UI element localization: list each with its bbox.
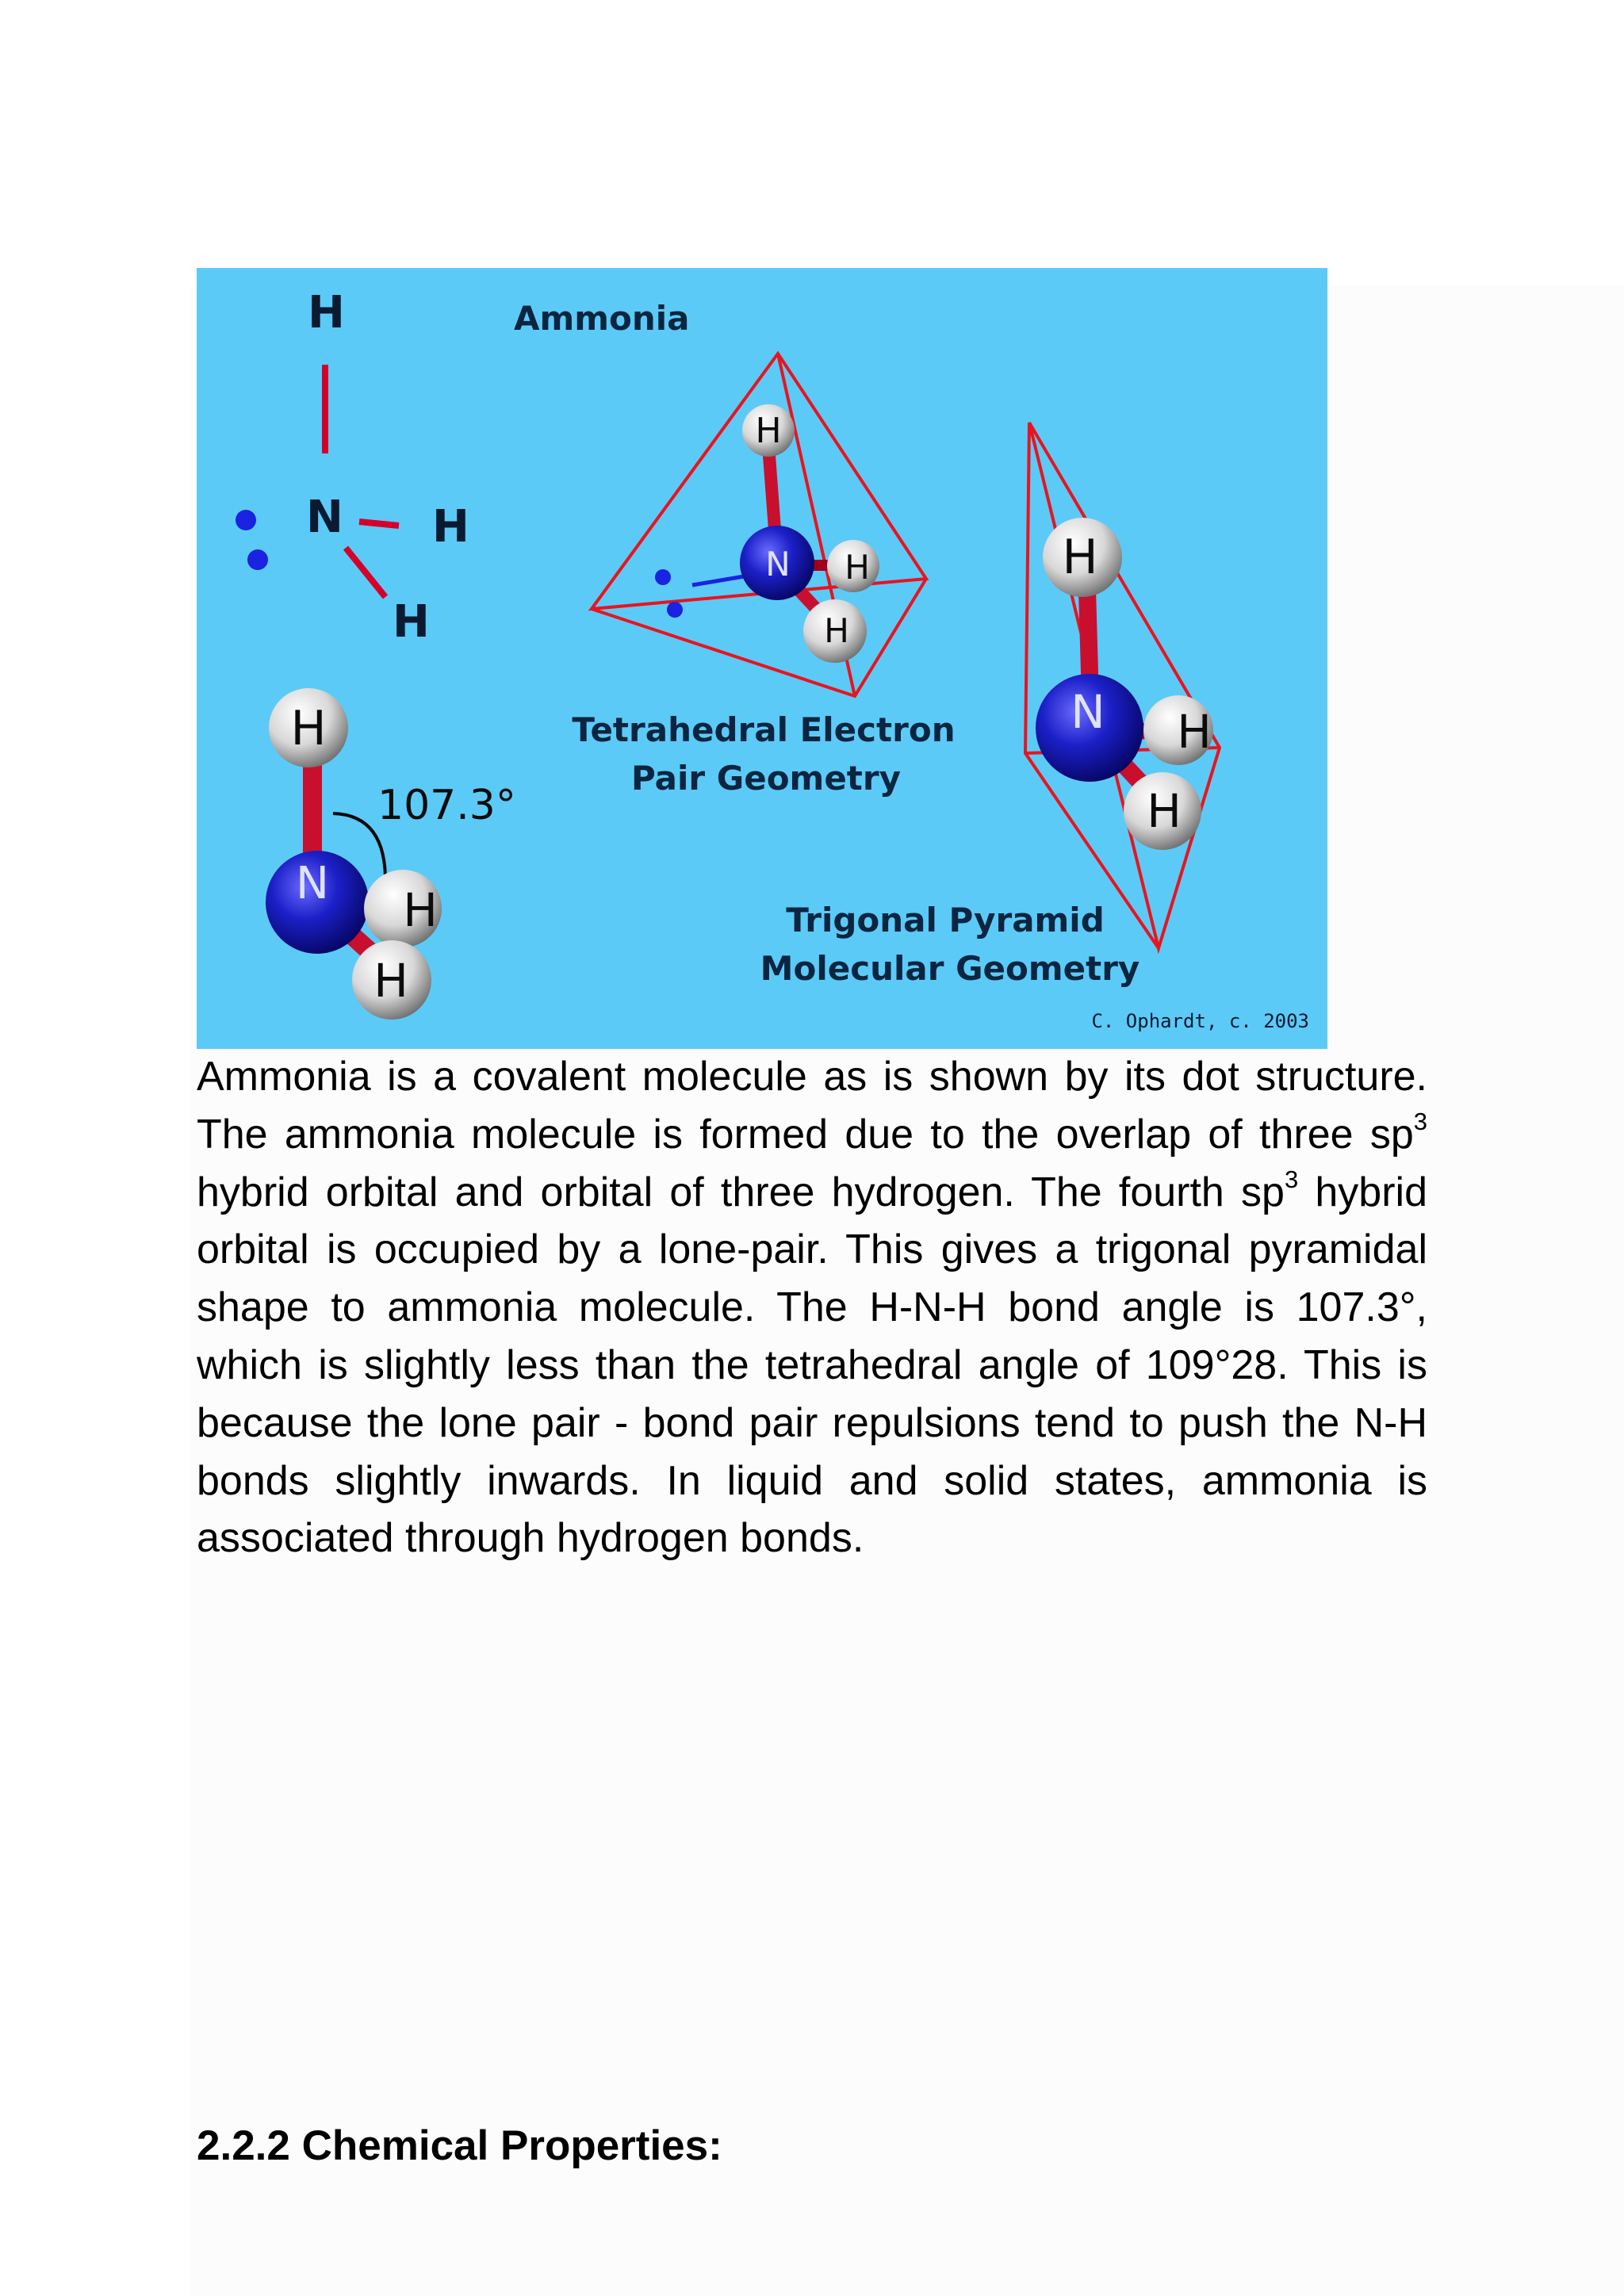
paragraph-text-1: Ammonia is a covalent molecule as is sho… [197, 1054, 1427, 1158]
figure-title: Ammonia [514, 299, 690, 338]
electron-geometry-line2: Pair Geometry [631, 759, 901, 798]
molecular-geometry-line1: Trigonal Pyramid [786, 901, 1105, 939]
angle-h-bottom: H [373, 954, 408, 1008]
angle-h-top: H [290, 701, 326, 756]
bond-angle-model: H N H H 107.3° [266, 688, 516, 1020]
superscript-2: 3 [1284, 1165, 1299, 1194]
lone-pair-dot [667, 602, 683, 618]
lone-pair-dot [655, 569, 671, 585]
dot-n: N [306, 492, 343, 543]
pyramid-h-bottom: H [1147, 784, 1182, 838]
dot-structure: H N H H [236, 287, 469, 648]
pyramid-h-top: H [1062, 530, 1097, 585]
body-paragraph: Ammonia is a covalent molecule as is sho… [197, 1048, 1427, 1567]
lone-pair-dot [247, 549, 268, 570]
paragraph-text-2: hybrid orbital and orbital of three hydr… [197, 1169, 1285, 1215]
paragraph-text-3: hybrid orbital is occupied by a lone-pai… [197, 1169, 1428, 1562]
pyramid-h-right: H [1177, 705, 1212, 759]
tetra-h-front: H [824, 611, 849, 650]
trigonal-pyramid-model: H N H H [1023, 421, 1222, 955]
lone-pair-dot [236, 510, 256, 530]
ammonia-figure: Ammonia H N H H H [197, 268, 1327, 1049]
dot-h-bottom: H [393, 596, 430, 648]
tetra-h-top: H [755, 411, 781, 451]
angle-h-right: H [403, 883, 438, 937]
tetrahedral-model: H N H H [588, 350, 929, 698]
dot-h-right: H [432, 501, 469, 553]
molecular-geometry-line2: Molecular Geometry [760, 949, 1140, 988]
tetra-h-right: H [845, 548, 870, 587]
dot-h-top: H [308, 287, 345, 339]
electron-geometry-line1: Tetrahedral Electron [572, 710, 955, 749]
section-heading: 2.2.2 Chemical Properties: [197, 2122, 722, 2169]
angle-n: N [296, 858, 329, 909]
tetra-n: N [765, 545, 790, 584]
bond-angle-label: 107.3° [377, 782, 516, 829]
figure-credit: C. Ophardt, c. 2003 [1091, 1010, 1309, 1032]
pyramid-n: N [1071, 685, 1105, 739]
superscript-1: 3 [1413, 1108, 1427, 1136]
